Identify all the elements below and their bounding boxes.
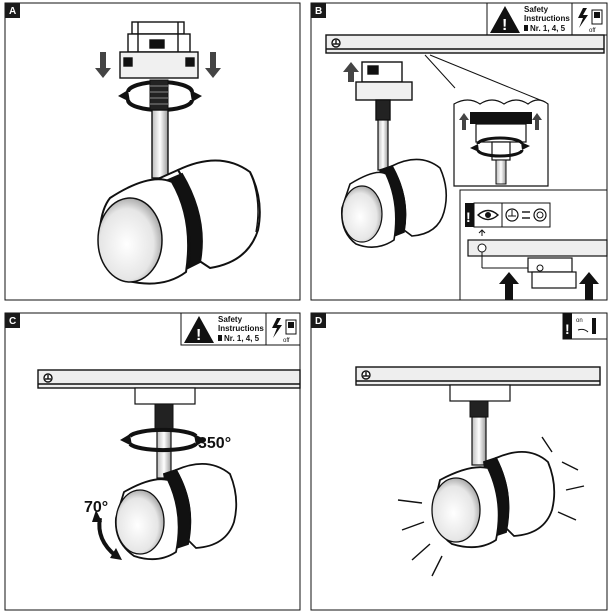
safety-instructions-box: ! Safety Instructions Nr. 1, 4, 5 off xyxy=(486,2,608,36)
panel-b-label-text: B xyxy=(315,6,322,17)
spotlight-head xyxy=(97,159,261,285)
svg-text:!: ! xyxy=(196,327,201,344)
svg-text:!: ! xyxy=(466,209,471,225)
track-rail-d xyxy=(355,366,601,386)
svg-text:!: ! xyxy=(502,17,507,34)
vertical-angle-label: 70° xyxy=(84,499,108,516)
panel-d: D ! on xyxy=(310,312,608,611)
panel-d-label: D xyxy=(311,313,326,328)
safety-line1: Safety xyxy=(524,5,549,14)
spot-stem xyxy=(151,109,169,179)
panel-a-label: A xyxy=(5,3,20,18)
safety-instructions-box-c: ! Safety Instructions Nr. 1, 4, 5 off xyxy=(180,312,301,346)
safety-line2: Instructions xyxy=(524,14,570,23)
track-rail xyxy=(325,34,605,54)
warning-triangle-icon xyxy=(184,316,214,343)
svg-text:!: ! xyxy=(565,321,570,337)
track-adapter xyxy=(119,21,199,79)
panel-c-label-text: C xyxy=(9,316,16,327)
light-rays-icon xyxy=(397,436,585,577)
spotlight-head-c xyxy=(114,463,238,561)
warning-triangle-icon xyxy=(490,6,520,33)
off-label: off xyxy=(589,28,596,34)
panel-d-label-text: D xyxy=(315,316,322,327)
panel-b-label: B xyxy=(311,3,326,18)
lightning-icon xyxy=(578,8,588,28)
vertical-tilt-icon xyxy=(92,510,122,560)
panel-c: C ! Safety Instructions Nr. 1, 4, 5 off xyxy=(4,312,301,611)
threaded-coupling xyxy=(149,79,169,111)
spotlight-head-d xyxy=(431,451,556,549)
panel-a: A xyxy=(4,2,301,301)
panel-c-label: C xyxy=(5,313,20,328)
detail-inset-ground: ! xyxy=(459,189,608,301)
eye-icon xyxy=(476,209,500,221)
panel-b: B ! Safety Instructions Nr. 1, 4, 5 off xyxy=(310,2,608,301)
push-up-arrow-icon xyxy=(343,62,359,82)
panel-a-label-text: A xyxy=(9,6,16,17)
push-down-arrows-icon xyxy=(95,52,221,78)
spotlight-head-b xyxy=(340,158,448,248)
horizontal-angle-label: 350° xyxy=(198,435,231,452)
on-label: on xyxy=(576,318,583,324)
horizontal-rotation-icon xyxy=(120,427,206,453)
safety-line2-c: Instructions xyxy=(218,324,264,333)
lightning-icon xyxy=(272,318,282,338)
detail-inset-rotate xyxy=(453,99,549,187)
track-rail-c xyxy=(37,369,301,389)
safety-line3-c: Nr. 1, 4, 5 xyxy=(224,334,260,343)
safety-line1-c: Safety xyxy=(218,315,243,324)
off-label-c: off xyxy=(283,338,290,344)
power-on-box: ! on xyxy=(562,312,608,340)
safety-line3: Nr. 1, 4, 5 xyxy=(530,24,566,33)
power-switch-icon xyxy=(592,318,596,334)
track-adapter-b xyxy=(355,61,413,121)
